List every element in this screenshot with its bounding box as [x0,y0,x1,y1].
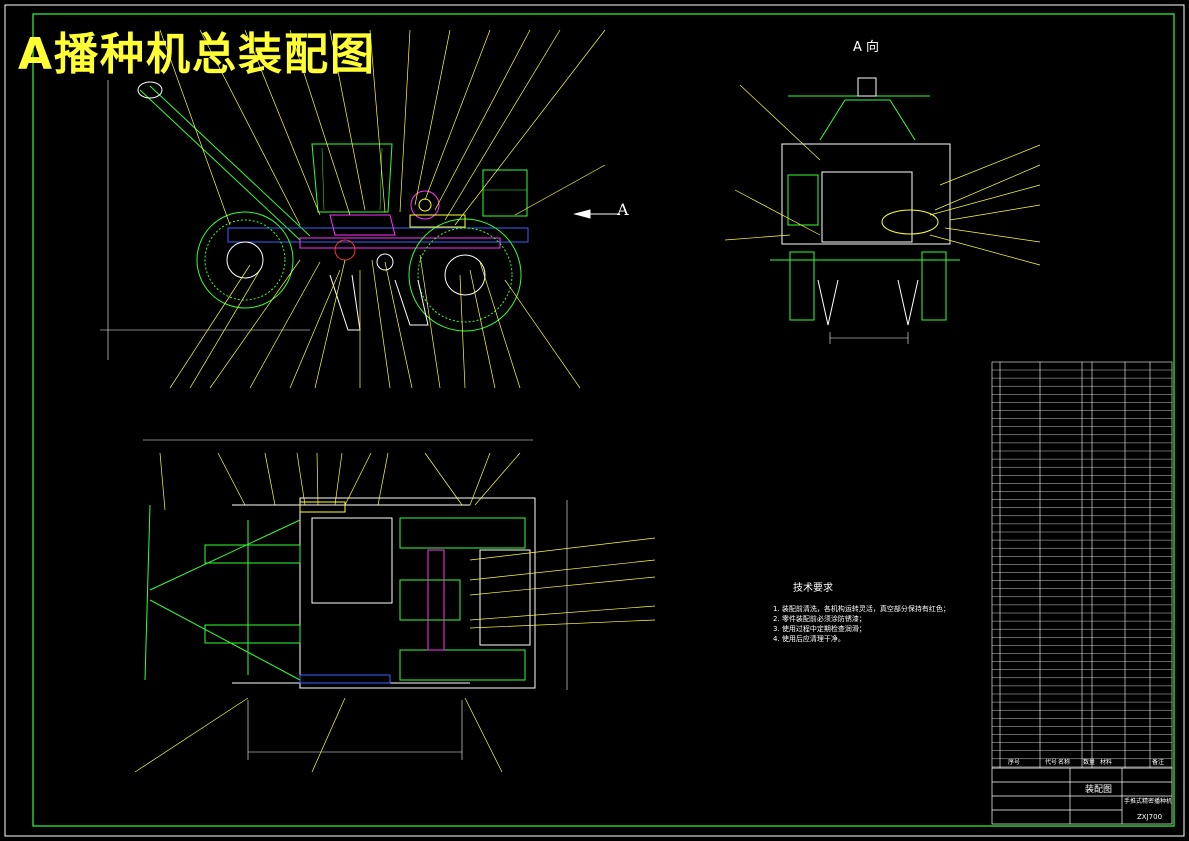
title-block [991,767,1173,825]
parts-list-rows [992,369,1172,768]
front-view-leaders [159,29,606,389]
top-view [143,439,568,760]
outer-border [4,4,1185,837]
drawing-code: ZXJ700 [1137,813,1163,821]
requirement-item: 3. 使用过程中定期检查润滑； [773,625,866,633]
drawing-title: A播种机总装配图 [18,29,377,80]
requirement-item: 4. 使用后应清理干净。 [773,635,845,643]
requirement-item: 1. 装配前清洗，各机构运转灵活，真空部分保持有红色； [773,605,950,613]
requirement-item: 2. 零件装配前必须涂防锈漆； [773,615,866,623]
inner-frame [32,13,1175,827]
a-view-label: A 向 [853,40,880,55]
header-col-material: 材料 [1100,759,1113,766]
header-col-note: 备注 [1152,759,1165,766]
a-view [770,77,960,344]
a-view-leaders [724,84,1041,266]
top-view-leaders [134,452,656,773]
header-col-index: 序号 [1008,759,1021,766]
front-view [100,80,620,360]
header-col-qty: 数量 [1083,759,1096,766]
parts-list [991,361,1173,769]
technical-requirements: 技术要求 1. 装配前清洗，各机构运转灵活，真空部分保持有红色； 2. 零件装配… [773,584,950,644]
technical-requirements-title: 技术要求 [793,583,833,594]
machine-name: 手推式精密播种机 [1124,798,1173,805]
view-arrow-label: A [617,200,629,219]
header-col-name: 名称 [1058,759,1071,766]
header-col-code: 代号 [1045,759,1058,766]
drawing-name: 装配图 [1085,785,1113,795]
